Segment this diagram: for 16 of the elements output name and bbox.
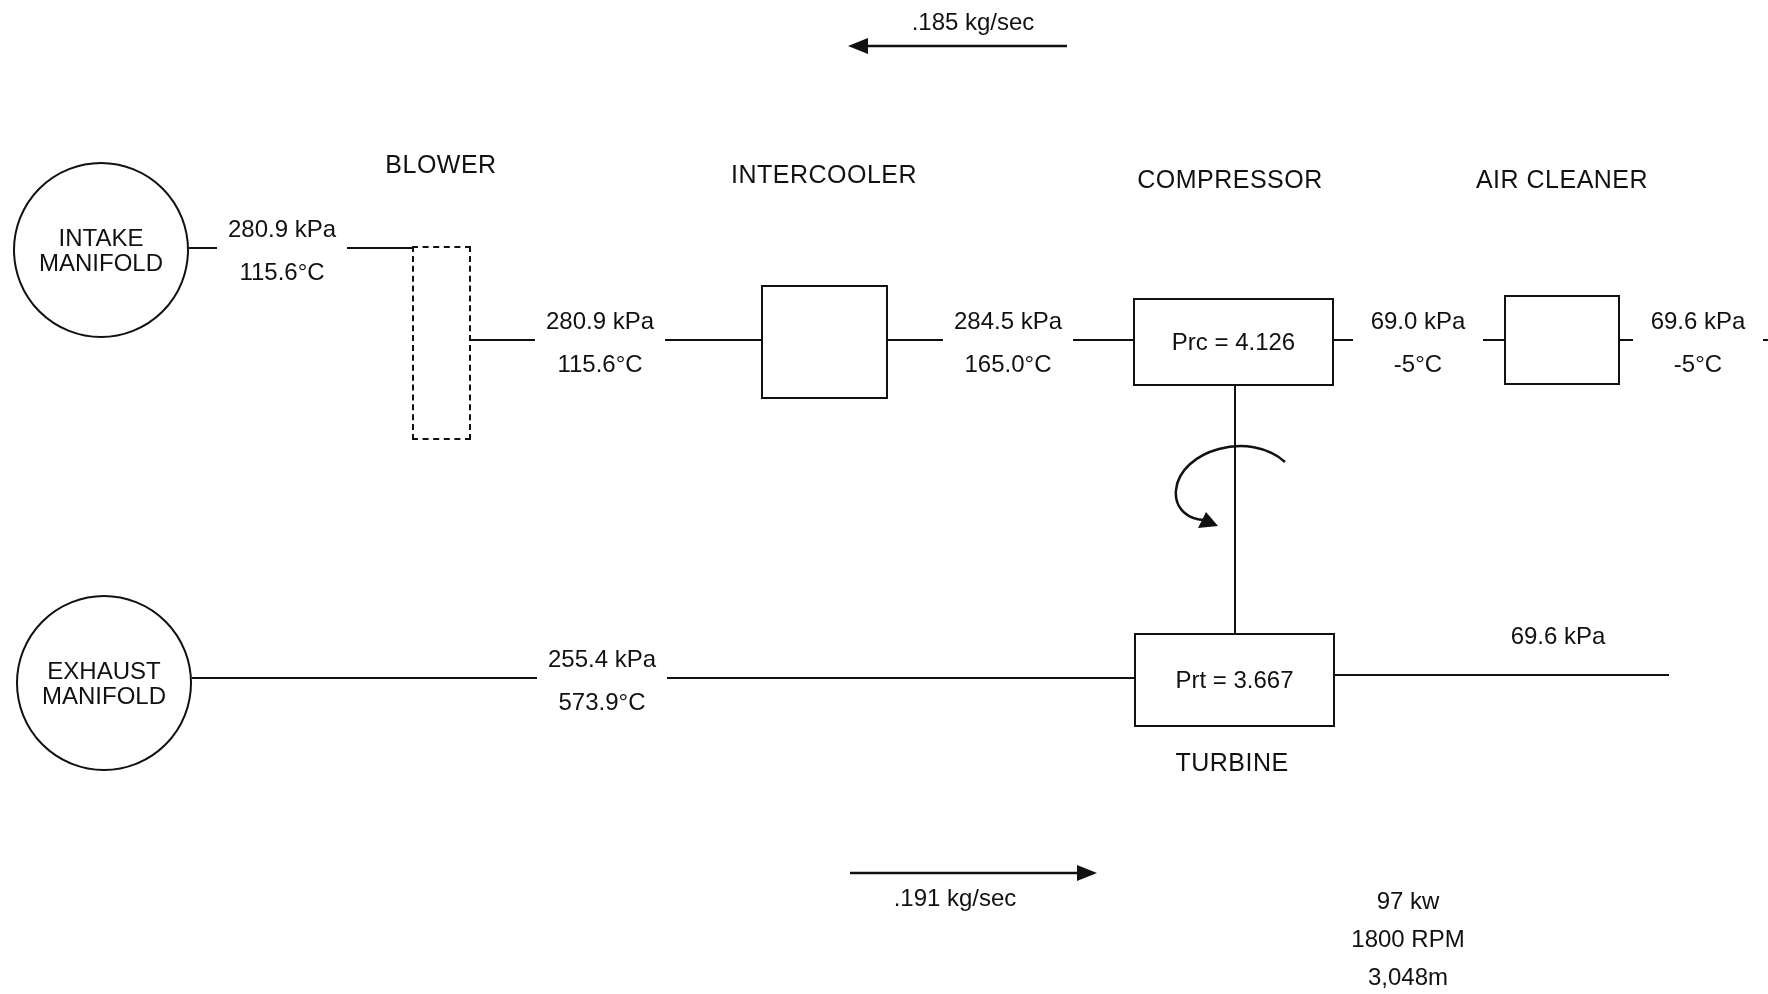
pipe-line (1334, 674, 1670, 676)
operating-condition-label: 97 kw (1376, 887, 1440, 915)
component-heading: COMPRESSOR (1137, 165, 1323, 194)
manifold-circle: INTAKE MANIFOLD (13, 162, 189, 338)
component-heading: AIR CLEANER (1475, 165, 1649, 194)
flow-rate-label: .185 kg/sec (911, 8, 1035, 36)
flow-rate-label: .191 kg/sec (893, 884, 1017, 912)
manifold-circle: EXHAUST MANIFOLD (16, 595, 192, 771)
component-heading: TURBINE (1175, 748, 1289, 777)
operating-condition-label: 1800 RPM (1351, 925, 1465, 953)
component-heading: BLOWER (385, 150, 497, 179)
turbine-box: Prt = 3.667 (1134, 633, 1335, 727)
operating-condition-label: 3,048m (1367, 963, 1449, 991)
shaft-line (1234, 385, 1236, 634)
compressor-box: Prc = 4.126 (1133, 298, 1334, 386)
component-heading: INTERCOOLER (730, 160, 918, 189)
